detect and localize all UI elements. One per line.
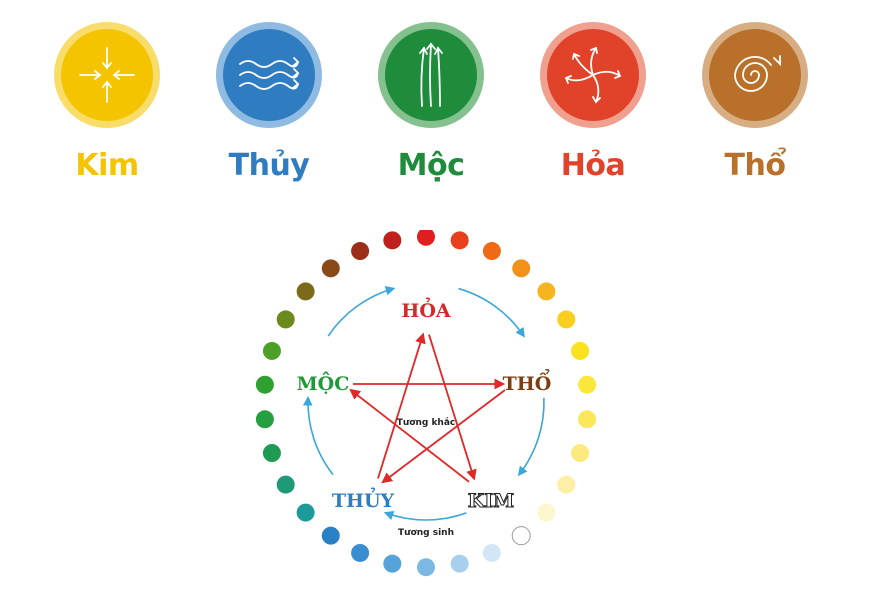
color-dot [571, 444, 590, 463]
element-hoa: Hỏa [538, 20, 648, 200]
spiral-arrow-icon [702, 22, 808, 128]
generating-cycle-label: Tương sinh [398, 528, 454, 538]
color-dot [578, 410, 597, 429]
element-thuy-label: Thủy [228, 148, 310, 183]
color-dot [512, 259, 531, 278]
color-dot [557, 310, 576, 329]
cycle-diagram-svg: HỎA THỔ KIM THỦY MỘC Tương khắc Tương si… [255, 227, 597, 577]
color-dot [482, 543, 501, 562]
destroying-arrow [377, 332, 426, 479]
element-hoa-label: Hỏa [560, 148, 626, 183]
node-moc: MỘC [297, 371, 350, 395]
wavy-arrows-icon [216, 22, 322, 128]
color-dot [262, 341, 281, 360]
arrows-inward-icon [54, 22, 160, 128]
generating-arrow [303, 395, 334, 476]
generating-arrow [327, 286, 396, 337]
node-thuy: THỦY [332, 486, 395, 512]
color-dot [537, 282, 556, 301]
element-moc-disc [378, 22, 484, 128]
arrows-upward-icon [378, 22, 484, 128]
element-kim-disc [54, 22, 160, 128]
destroying-cycle-arrows [349, 332, 506, 484]
color-dot [417, 227, 435, 246]
destroying-cycle-label: Tương khắc [397, 417, 456, 428]
color-dot [578, 375, 597, 394]
generating-cycle-arrows [303, 286, 545, 521]
color-dot [537, 503, 556, 522]
destroying-arrow [349, 388, 470, 483]
color-dot [296, 503, 315, 522]
color-dot [351, 543, 370, 562]
color-dot [383, 231, 402, 250]
generating-arrow [458, 287, 525, 338]
color-dot [571, 341, 590, 360]
element-tho-label: Thổ [724, 148, 786, 183]
color-dot [511, 526, 531, 546]
destroying-arrow [428, 334, 477, 481]
element-moc-label: Mộc [397, 148, 465, 183]
generating-arrow [517, 397, 545, 477]
color-dot [417, 558, 435, 577]
element-tho-disc [702, 22, 808, 128]
element-thuy-disc [216, 22, 322, 128]
five-elements-icon-row: Kim Thủy [0, 0, 870, 200]
arrows-outward-icon [540, 22, 646, 128]
color-dot [296, 282, 315, 301]
color-dot [276, 310, 295, 329]
five-elements-cycle-diagram: HỎA THỔ KIM THỦY MỘC Tương khắc Tương si… [245, 227, 625, 584]
color-dot [255, 410, 274, 429]
color-dot [557, 475, 576, 494]
node-kim: KIM [468, 490, 514, 512]
element-hoa-disc [540, 22, 646, 128]
element-moc: Mộc [376, 20, 486, 200]
color-dot [450, 554, 469, 573]
color-dot [255, 375, 274, 394]
element-kim: Kim [52, 20, 162, 200]
color-dot [482, 242, 501, 261]
element-thuy: Thủy [214, 20, 324, 200]
color-dot [383, 554, 402, 573]
color-dot [450, 231, 469, 250]
generating-arrow [383, 510, 467, 521]
color-dot [321, 259, 340, 278]
color-dot-ring [255, 227, 597, 577]
element-kim-label: Kim [75, 148, 139, 183]
color-dot [351, 242, 370, 261]
color-dot [262, 444, 281, 463]
color-dot [276, 475, 295, 494]
node-tho: THỔ [503, 368, 552, 395]
color-dot [321, 526, 340, 545]
destroying-arrow [381, 389, 506, 484]
element-tho: Thổ [700, 20, 810, 200]
node-hoa: HỎA [401, 296, 451, 322]
